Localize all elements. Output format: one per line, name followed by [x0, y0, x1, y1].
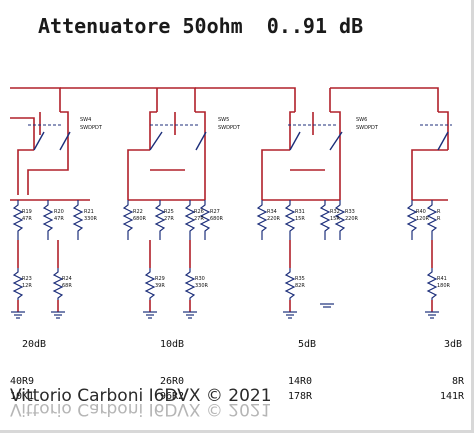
copyright-credit: Vittorio Carboni I6DVX © 2021: [10, 386, 272, 406]
svg-text:R41: R41: [437, 276, 447, 282]
svg-text:R: R: [437, 216, 441, 222]
resistor-R40: R40 120R: [416, 209, 430, 222]
ground-icon: [11, 311, 25, 319]
svg-text:R19: R19: [22, 209, 32, 215]
resistor-R27: R27 680R: [210, 209, 224, 222]
ground-icon: [51, 311, 65, 319]
svg-text:220R: 220R: [267, 216, 281, 222]
resistor-R34: R34 220R: [267, 209, 281, 222]
svg-text:R20: R20: [54, 209, 64, 215]
resistor-R-partial: R R: [437, 209, 441, 222]
ground-icon: [320, 303, 334, 308]
svg-text:R32: R32: [330, 209, 340, 215]
attenuation-label-10db: 10dB: [160, 339, 184, 350]
section-code-top: 26R0: [160, 376, 184, 387]
switch-ref: SW5: [218, 117, 229, 123]
resistor-R41: R41 180R: [437, 276, 451, 289]
svg-text:R26: R26: [194, 209, 204, 215]
resistor-R29: R29 39R: [155, 276, 165, 289]
ground-icon: [425, 311, 439, 319]
resistor-R30: R30 330R: [195, 276, 209, 289]
resistor-R21: R21 330R: [84, 209, 98, 222]
switch-ref: SW4: [80, 117, 91, 123]
svg-text:680R: 680R: [210, 216, 224, 222]
ground-symbols: [11, 303, 439, 319]
attenuation-label-20db: 20dB: [22, 339, 46, 350]
svg-text:R35: R35: [295, 276, 305, 282]
resistor-R20: R20 47R: [54, 209, 64, 222]
svg-text:47R: 47R: [54, 216, 64, 222]
svg-text:68R: 68R: [62, 283, 72, 289]
switch-part: SWDPDT: [80, 125, 103, 131]
resistor-R26: R26 27R: [194, 209, 204, 222]
switch-1[interactable]: SW4 SWDPDT: [80, 117, 103, 131]
section-code-top: 8R: [452, 376, 465, 387]
svg-text:15R: 15R: [330, 216, 340, 222]
attenuation-label-5db: 5dB: [298, 339, 316, 350]
svg-text:680R: 680R: [133, 216, 147, 222]
switch-contacts: [33, 131, 449, 151]
ground-icon: [143, 311, 157, 319]
resistor-R23: R23 12R: [22, 276, 32, 289]
ground-icon: [183, 311, 197, 319]
resistor-symbols: [12, 200, 438, 300]
svg-text:R23: R23: [22, 276, 32, 282]
svg-text:120R: 120R: [416, 216, 430, 222]
svg-text:27R: 27R: [164, 216, 174, 222]
svg-text:82R: 82R: [295, 283, 305, 289]
resistor-R22: R22 680R: [133, 209, 147, 222]
section-code-top: 14R0: [288, 376, 312, 387]
svg-text:12R: 12R: [22, 283, 32, 289]
svg-text:R: R: [437, 209, 441, 215]
svg-text:R29: R29: [155, 276, 165, 282]
ground-icon: [283, 311, 297, 319]
svg-text:R24: R24: [62, 276, 72, 282]
wire-network: [10, 87, 449, 312]
svg-text:47R: 47R: [22, 216, 32, 222]
switch-ref: SW6: [356, 117, 367, 123]
section-code-bottom: 96R2: [160, 391, 184, 402]
switch-3[interactable]: SW6 SWDPDT: [356, 117, 379, 131]
switch-2[interactable]: SW5 SWDPDT: [218, 117, 241, 131]
svg-text:R22: R22: [133, 209, 143, 215]
svg-text:R33: R33: [345, 209, 355, 215]
resistor-R19: R19 47R: [22, 209, 32, 222]
resistor-R25: R25 27R: [164, 209, 174, 222]
svg-text:220R: 220R: [345, 216, 359, 222]
section-code-bottom: 10K1: [10, 391, 34, 402]
attenuation-label-3db: 3dB: [444, 339, 462, 350]
svg-text:15R: 15R: [295, 216, 305, 222]
svg-text:39R: 39R: [155, 283, 165, 289]
switch-part: SWDPDT: [218, 125, 241, 131]
section-code-bottom: 141R: [440, 391, 465, 402]
resistor-R31: R31 15R: [295, 209, 305, 222]
svg-text:R31: R31: [295, 209, 305, 215]
svg-text:R27: R27: [210, 209, 220, 215]
svg-text:330R: 330R: [84, 216, 98, 222]
resistor-R32: R32 15R: [330, 209, 340, 222]
svg-text:330R: 330R: [195, 283, 209, 289]
page-title: Attenuatore 50ohm 0..91 dB: [38, 14, 364, 38]
svg-text:180R: 180R: [437, 283, 451, 289]
resistor-R35: R35 82R: [295, 276, 305, 289]
resistor-R33: R33 220R: [345, 209, 359, 222]
svg-text:27R: 27R: [194, 216, 204, 222]
copyright-credit-reflection: Vittorio Carboni I6DVX © 2021: [10, 399, 272, 419]
section-code-bottom: 178R: [288, 391, 313, 402]
switch-part: SWDPDT: [356, 125, 379, 131]
svg-text:R21: R21: [84, 209, 94, 215]
svg-text:R40: R40: [416, 209, 426, 215]
svg-text:R25: R25: [164, 209, 174, 215]
svg-text:R30: R30: [195, 276, 205, 282]
resistor-R24: R24 68R: [62, 276, 72, 289]
svg-text:R34: R34: [267, 209, 277, 215]
section-code-top: 40R9: [10, 376, 34, 387]
